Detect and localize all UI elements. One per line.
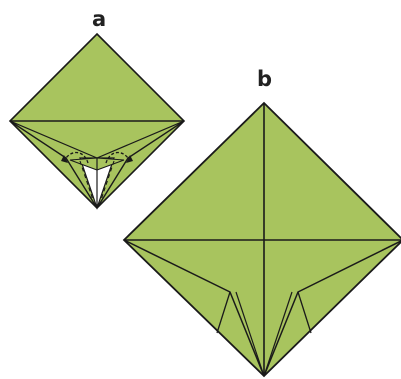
step-b-label: b xyxy=(257,67,272,91)
step-a-diagram: a xyxy=(10,7,184,208)
step-a-label: a xyxy=(92,7,106,31)
